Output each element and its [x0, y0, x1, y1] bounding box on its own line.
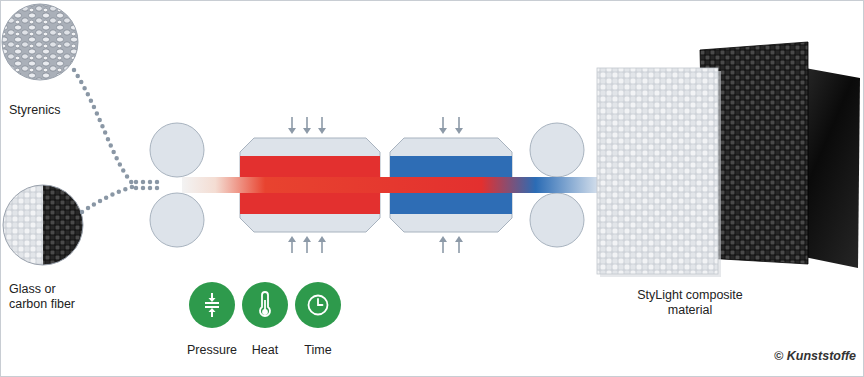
product-sample: StyLight composite material [560, 40, 820, 320]
fiber-sample [0, 182, 88, 272]
node-label: Heat [252, 343, 278, 358]
granules-sample [0, 0, 84, 84]
node-label: StyLight composite material [636, 288, 744, 318]
feed-dots [74, 70, 162, 212]
node-label: Glass or carbon fiber [9, 282, 84, 312]
process-parameter: Heat [235, 280, 295, 360]
pressure-arrows [288, 117, 463, 253]
copyright-note: © Kunststoffe [774, 349, 856, 363]
node-label: Time [304, 343, 331, 358]
process-parameter: Time [288, 280, 348, 360]
material-band [182, 177, 598, 193]
node-label: Styrenics [9, 103, 60, 118]
process-parameter: Pressure [182, 280, 242, 360]
node-label: Pressure [187, 343, 237, 358]
material-sample: Styrenics [2, 2, 86, 122]
product-sheets [597, 42, 860, 277]
parameter-icons [189, 282, 341, 328]
material-sample: Glass or carbon fiber [2, 182, 86, 314]
